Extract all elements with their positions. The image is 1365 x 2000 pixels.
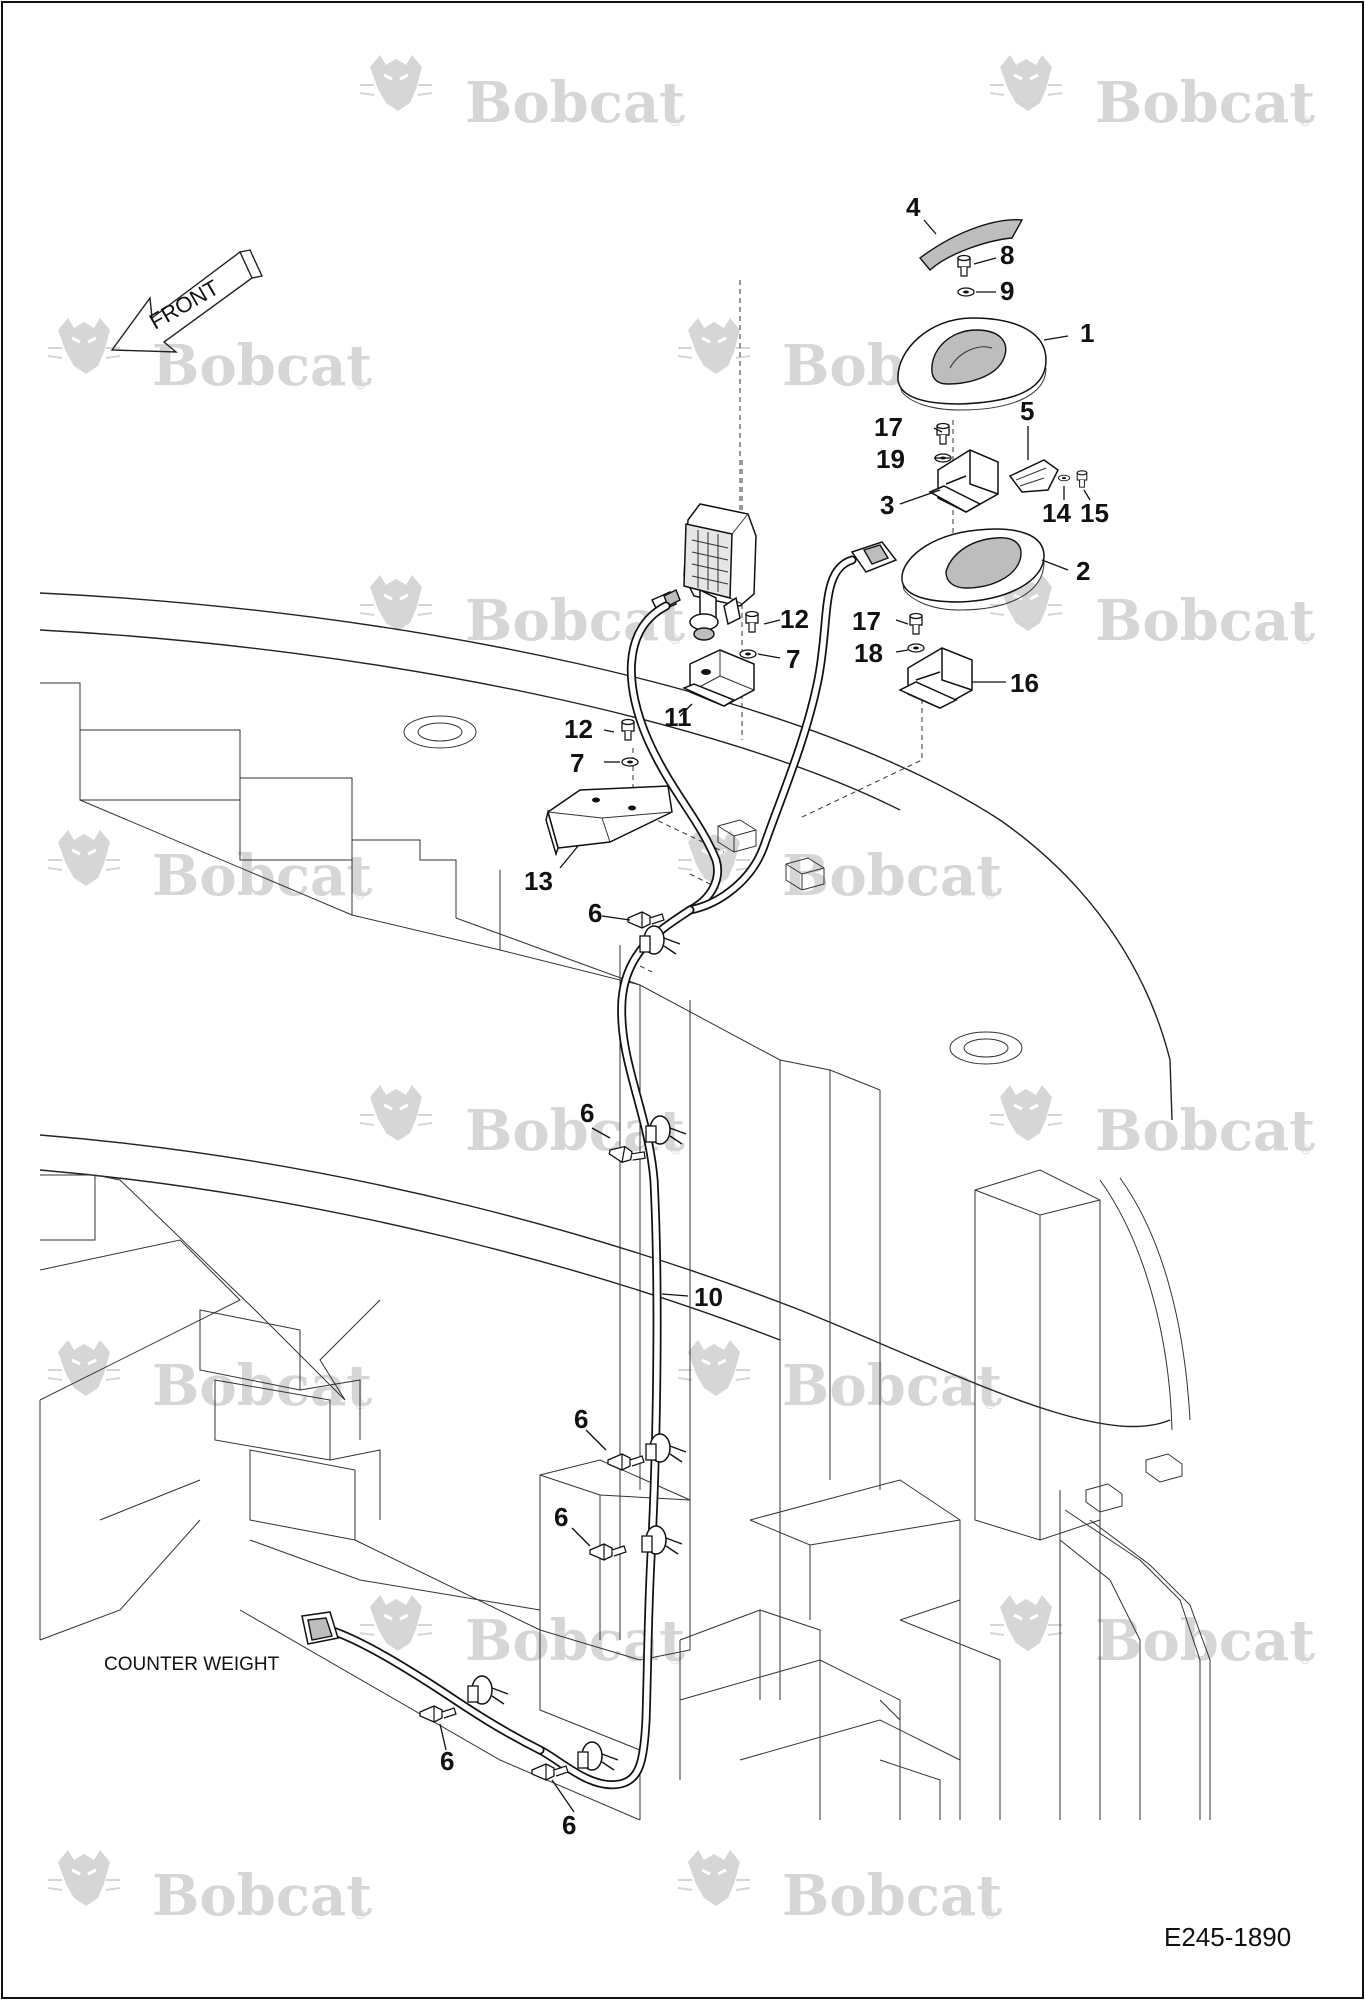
watermark-reg: ® bbox=[985, 1396, 996, 1412]
callout-11: 11 bbox=[664, 702, 692, 732]
callout-6-a: 6 bbox=[588, 898, 602, 928]
watermark-text: Bobcat bbox=[782, 1353, 1002, 1419]
work-light bbox=[683, 503, 757, 607]
lamp-cover bbox=[897, 317, 1047, 411]
watermark: Bobcat ® bbox=[46, 1848, 372, 1929]
callout-19: 19 bbox=[876, 444, 905, 474]
watermark: Bobcat ® bbox=[358, 53, 685, 136]
callout-8: 8 bbox=[1000, 240, 1014, 270]
watermark-text: Bobcat bbox=[1095, 70, 1315, 136]
lamp-cover-assembly bbox=[897, 219, 1088, 709]
callout-10: 10 bbox=[694, 1282, 723, 1312]
watermark: Bobcat ® bbox=[676, 828, 1002, 909]
callout-3: 3 bbox=[880, 490, 894, 520]
watermark-text: Bobcat bbox=[782, 1863, 1002, 1929]
watermark: Bobcat ® bbox=[46, 316, 372, 399]
counterweight-connector bbox=[301, 1611, 339, 1645]
callout-labels: 1 2 3 4 5 8 9 17 19 14 15 17 18 16 12 7 … bbox=[440, 192, 1109, 1840]
lamp-connector bbox=[850, 541, 898, 573]
watermark-reg: ® bbox=[670, 1141, 681, 1157]
front-label: FRONT bbox=[145, 275, 223, 335]
callout-9: 9 bbox=[1000, 276, 1014, 306]
watermark-reg: ® bbox=[985, 1906, 996, 1922]
counter-weight-caption: COUNTER WEIGHT bbox=[104, 1654, 280, 1675]
callout-6-b: 6 bbox=[580, 1098, 594, 1128]
watermark: Bobcat ® bbox=[988, 53, 1315, 136]
lens-strip bbox=[918, 219, 1024, 272]
watermark: Bobcat ® bbox=[988, 573, 1315, 654]
leader-lines bbox=[439, 219, 1091, 1813]
watermark-text: Bobcat bbox=[152, 1353, 372, 1419]
callout-14: 14 bbox=[1042, 498, 1071, 528]
watermark-text: Bobcat bbox=[465, 70, 685, 136]
callout-13: 13 bbox=[524, 866, 553, 896]
watermark-text: Bobcat bbox=[152, 333, 372, 399]
watermark-text: Bobcat bbox=[1095, 1608, 1315, 1674]
callout-5: 5 bbox=[1020, 396, 1034, 426]
watermark-reg: ® bbox=[1300, 113, 1311, 129]
watermark: Bobcat ® bbox=[676, 1848, 1002, 1929]
callout-17-upper: 17 bbox=[874, 412, 903, 442]
watermark-reg: ® bbox=[670, 631, 681, 647]
lamp-clip bbox=[1008, 459, 1059, 493]
callout-7-upper: 7 bbox=[786, 644, 800, 674]
callout-15: 15 bbox=[1080, 498, 1109, 528]
light-bracket bbox=[682, 649, 755, 707]
callout-6-d: 6 bbox=[554, 1502, 568, 1532]
harness-bracket bbox=[545, 785, 673, 857]
machine-structure bbox=[39, 592, 1211, 1821]
lamp-base bbox=[901, 528, 1045, 611]
callout-6-c: 6 bbox=[574, 1404, 588, 1434]
lamp-bracket bbox=[928, 449, 999, 513]
wire-harness bbox=[301, 541, 898, 1790]
watermark-reg: ® bbox=[985, 886, 996, 902]
watermark-reg: ® bbox=[1300, 631, 1311, 647]
callout-16: 16 bbox=[1010, 668, 1039, 698]
watermark-group: Bobcat ® Bobcat ® Bobcat ® Bobcat ® Bobc… bbox=[46, 53, 1315, 1929]
callout-2: 2 bbox=[1076, 556, 1090, 586]
callout-17-lower: 17 bbox=[852, 606, 881, 636]
watermark-text: Bobcat bbox=[152, 843, 372, 909]
watermark-reg: ® bbox=[1300, 1141, 1311, 1157]
watermark-reg: ® bbox=[355, 1906, 366, 1922]
watermark: Bobcat ® bbox=[46, 1338, 372, 1419]
callout-6-e: 6 bbox=[440, 1746, 454, 1776]
watermark-text: Bobcat bbox=[1095, 1098, 1315, 1164]
callout-12-upper: 12 bbox=[780, 604, 809, 634]
watermark: Bobcat ® bbox=[46, 828, 372, 909]
callout-4: 4 bbox=[906, 192, 921, 222]
watermark: Bobcat ® bbox=[988, 1083, 1315, 1164]
watermark-reg: ® bbox=[355, 376, 366, 392]
figure-id: E245-1890 bbox=[1164, 1922, 1291, 1952]
watermark-reg: ® bbox=[670, 1651, 681, 1667]
watermark-reg: ® bbox=[670, 113, 681, 129]
watermark-text: Bobcat bbox=[782, 843, 1002, 909]
callout-6-f: 6 bbox=[562, 1810, 576, 1840]
watermark-reg: ® bbox=[355, 886, 366, 902]
watermark: Bobcat ® bbox=[676, 1338, 1002, 1419]
lamp-base-bracket bbox=[898, 647, 973, 709]
watermark: Bobcat ® bbox=[988, 1593, 1315, 1674]
callout-1: 1 bbox=[1080, 318, 1094, 348]
watermark-reg: ® bbox=[1300, 1651, 1311, 1667]
callout-7-lower: 7 bbox=[570, 748, 584, 778]
callout-12-lower: 12 bbox=[564, 714, 593, 744]
callout-18: 18 bbox=[854, 638, 883, 668]
work-light-assembly bbox=[545, 503, 759, 857]
watermark-text: Bobcat bbox=[152, 1863, 372, 1929]
watermark-text: Bobcat bbox=[1095, 588, 1315, 654]
